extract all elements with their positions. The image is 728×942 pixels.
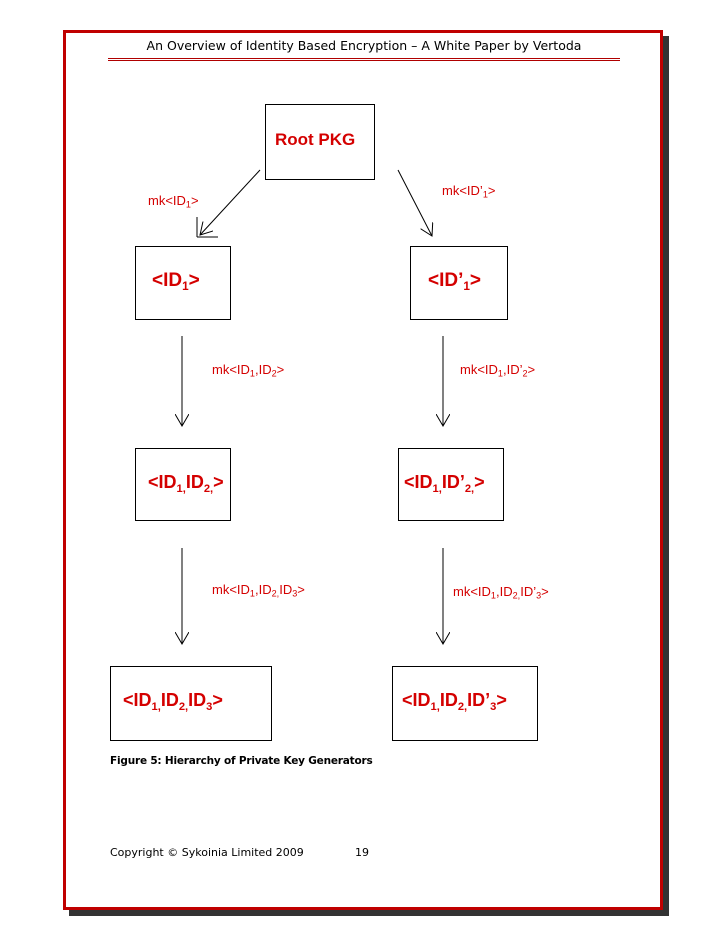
edge-label-left-1: mk<ID1> bbox=[148, 193, 199, 210]
footer-page-number: 19 bbox=[355, 846, 369, 859]
right-node-level-3 bbox=[392, 666, 538, 741]
left-node-level-1 bbox=[135, 246, 231, 320]
left-node-level-3 bbox=[110, 666, 272, 741]
root-pkg-label: Root PKG bbox=[275, 130, 356, 149]
left-node-level-1-label: <ID1> bbox=[152, 270, 200, 294]
right-node-level-2 bbox=[398, 448, 504, 521]
header-rule bbox=[108, 58, 620, 61]
edge-label-right-2: mk<ID1,ID’2> bbox=[460, 362, 536, 379]
right-node-level-3-label: <ID1,ID2,ID’3> bbox=[402, 690, 507, 713]
edge-label-right-3: mk<ID1,ID2,ID’3> bbox=[453, 584, 549, 601]
left-node-level-2 bbox=[135, 448, 231, 521]
left-node-level-3-label: <ID1,ID2,ID3> bbox=[123, 690, 223, 713]
page-header-title: An Overview of Identity Based Encryption… bbox=[146, 38, 582, 53]
edge-label-left-3: mk<ID1,ID2,ID3> bbox=[212, 582, 305, 599]
left-node-level-2-label: <ID1,ID2,> bbox=[148, 472, 224, 495]
right-node-level-1-label: <ID’1> bbox=[428, 270, 482, 294]
root-pkg-node bbox=[265, 104, 375, 180]
edge-label-left-2: mk<ID1,ID2> bbox=[212, 362, 285, 379]
right-node-level-1 bbox=[410, 246, 508, 320]
arrow-root-to-right bbox=[397, 169, 432, 236]
arrow-root-to-left bbox=[200, 169, 261, 235]
edge-label-right-1: mk<ID’1> bbox=[442, 183, 496, 200]
footer-copyright: Copyright © Sykoinia Limited 2009 bbox=[110, 846, 304, 859]
right-node-level-2-label: <ID1,ID’2,> bbox=[404, 472, 485, 495]
figure-caption: Figure 5: Hierarchy of Private Key Gener… bbox=[110, 755, 373, 767]
